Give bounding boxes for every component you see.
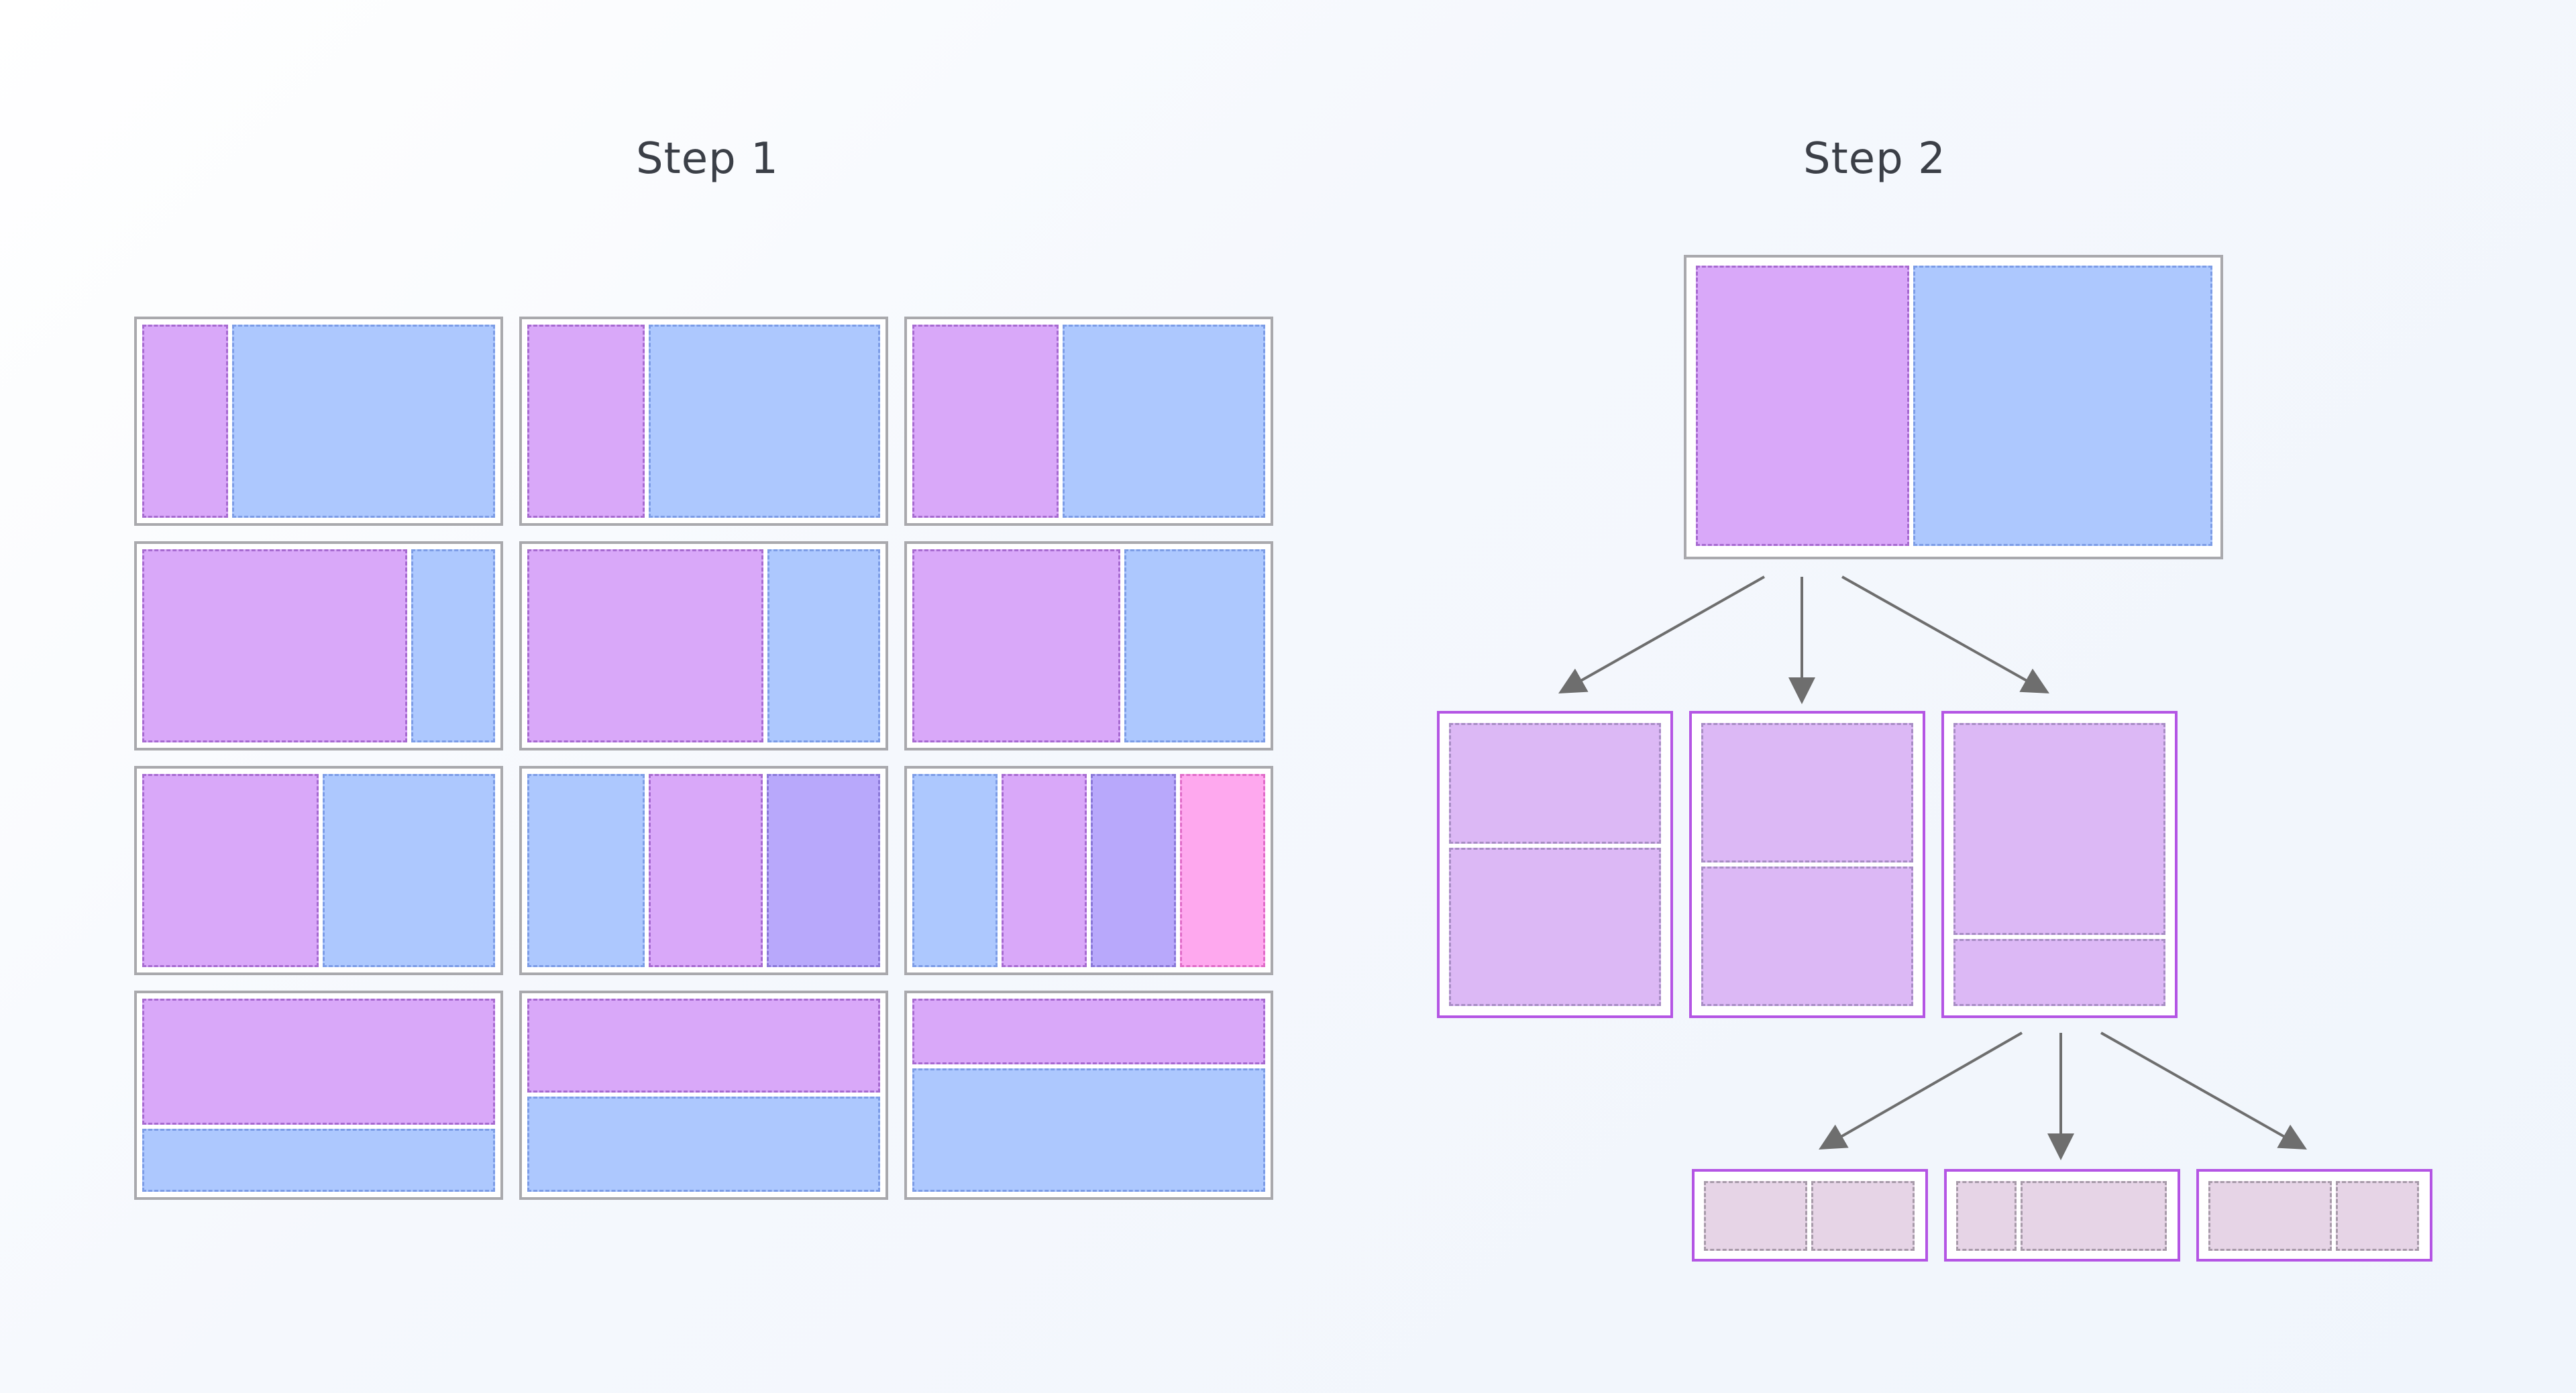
layout-panel <box>527 999 880 1093</box>
layout-panel <box>1913 266 2212 546</box>
layout-panel <box>912 1068 1265 1192</box>
layout-option-r3c2 <box>519 766 888 975</box>
layout-option-r4c1 <box>134 991 503 1200</box>
layout-panel <box>1063 325 1265 518</box>
root-layout <box>1684 255 2223 559</box>
layout-panel <box>1180 774 1265 967</box>
layout-panel <box>1701 723 1913 862</box>
child-layout-3 <box>1941 711 2178 1018</box>
layout-panel <box>1696 266 1909 546</box>
grandchild-layout-2 <box>1944 1169 2180 1262</box>
layout-option-r1c3 <box>904 317 1273 526</box>
child-layout-2 <box>1689 711 1925 1018</box>
layout-option-r4c3 <box>904 991 1273 1200</box>
layout-panel <box>142 1129 495 1192</box>
layout-panel <box>2021 1181 2167 1251</box>
layout-panel <box>1701 867 1913 1006</box>
layout-panel <box>1953 723 2165 935</box>
layout-panel <box>767 549 880 742</box>
layout-panel <box>912 549 1120 742</box>
layout-panel <box>649 774 763 967</box>
layout-panel <box>2336 1181 2419 1251</box>
layout-panel <box>767 774 880 967</box>
layout-panel <box>1091 774 1176 967</box>
layout-option-r4c2 <box>519 991 888 1200</box>
arrow <box>1841 575 2049 693</box>
layout-panel <box>912 774 998 967</box>
layout-option-r2c2 <box>519 541 888 750</box>
layout-panel <box>142 774 319 967</box>
layout-option-r2c1 <box>134 541 503 750</box>
layout-panel <box>912 999 1265 1064</box>
layout-panel <box>1449 848 1661 1006</box>
layout-panel <box>1704 1181 1807 1251</box>
step-1-heading: Step 1 <box>636 134 779 184</box>
layout-panel <box>411 549 495 742</box>
layout-panel <box>1124 549 1265 742</box>
layout-panel <box>142 325 228 518</box>
arrow <box>2100 1032 2307 1150</box>
layout-option-r3c1 <box>134 766 503 975</box>
layout-option-r1c1 <box>134 317 503 526</box>
layout-panel <box>142 549 407 742</box>
arrow <box>1558 575 1765 693</box>
layout-panel <box>1002 774 1087 967</box>
step-2-heading: Step 2 <box>1803 134 1946 184</box>
layout-panel <box>1449 723 1661 844</box>
child-layout-1 <box>1437 711 1673 1018</box>
layout-panel <box>2208 1181 2332 1251</box>
layout-panel <box>1811 1181 1915 1251</box>
layout-option-r2c3 <box>904 541 1273 750</box>
layout-panel <box>142 999 495 1125</box>
layout-panel <box>527 774 645 967</box>
layout-option-r3c3 <box>904 766 1273 975</box>
layout-panel <box>323 774 495 967</box>
layout-option-r1c2 <box>519 317 888 526</box>
arrow <box>1819 1032 2023 1150</box>
layout-panel <box>1953 939 2165 1006</box>
layout-panel <box>527 1097 880 1192</box>
layout-panel <box>527 549 763 742</box>
layout-panel <box>527 325 645 518</box>
layout-panel <box>1956 1181 2017 1251</box>
layout-panel <box>649 325 880 518</box>
grandchild-layout-1 <box>1692 1169 1928 1262</box>
layout-panel <box>232 325 495 518</box>
layout-panel <box>912 325 1059 518</box>
grandchild-layout-3 <box>2196 1169 2432 1262</box>
